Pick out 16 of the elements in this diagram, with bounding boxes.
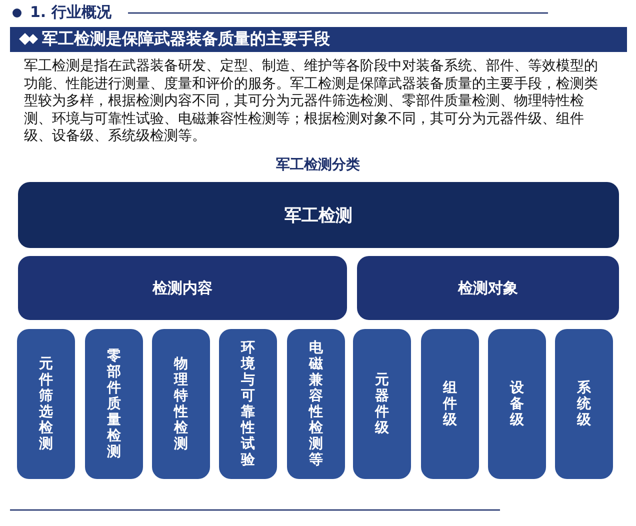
category-box: 元器件级 <box>353 329 411 479</box>
category-box: 电磁兼容性检测等 <box>287 329 345 479</box>
category-box: 环境与可靠性试验 <box>219 329 277 479</box>
group-box: 检测内容 <box>18 256 347 320</box>
category-box: 设备级 <box>488 329 546 479</box>
chart-title: 军工检测分类 <box>275 156 361 174</box>
root-box: 军工检测 <box>18 182 619 248</box>
paragraph: 军工检测是指在武器装备研发、定型、制造、维护等各阶段中对装备系统、部件、等效模型的功能、性能进行测量、度量和评价的服务。军工检测是保障武器装备质量的主要手段，检测类型较为多样，根据检测内容不同，其可分为元器件筛选检测、零部件质量检测、物理特性检测、环境与可靠性试验、电磁兼容性检测等；根据检测对象不同，其可分为元器件级、组件级、设备级、系统级检测等。 <box>24 58 599 146</box>
category-box: 组件级 <box>421 329 479 479</box>
category-box: 元件筛选检测 <box>17 329 75 479</box>
category-box: 零部件质量检测 <box>85 329 143 479</box>
section-heading: 1. 行业概况 <box>30 3 112 22</box>
banner-title: 军工检测是保障武器装备质量的主要手段 <box>42 29 330 49</box>
category-box: 系统级 <box>555 329 613 479</box>
group-box: 检测对象 <box>357 256 619 320</box>
category-box: 物理特性检测 <box>152 329 210 479</box>
